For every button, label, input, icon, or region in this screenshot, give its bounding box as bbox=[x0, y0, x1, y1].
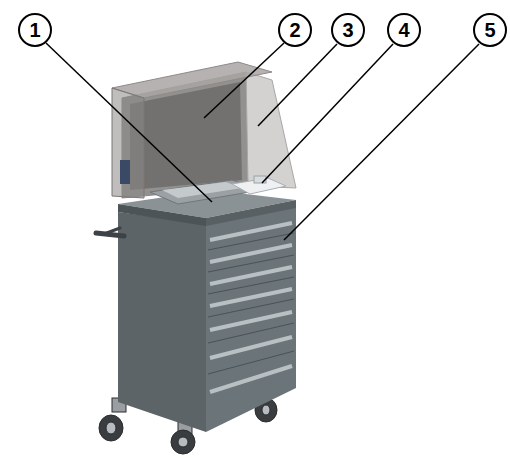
push-handle bbox=[96, 228, 124, 236]
cart-body bbox=[118, 190, 296, 432]
drawer-gaps bbox=[208, 233, 294, 374]
callout-number: 2 bbox=[278, 13, 312, 47]
callout-number: 1 bbox=[18, 13, 52, 47]
leader-lines bbox=[46, 43, 479, 240]
callout-number: 5 bbox=[473, 13, 507, 47]
callout-circles bbox=[19, 14, 506, 46]
glass-enclosure bbox=[112, 62, 296, 198]
callout-number: 3 bbox=[331, 13, 365, 47]
callout-number: 4 bbox=[387, 13, 421, 47]
